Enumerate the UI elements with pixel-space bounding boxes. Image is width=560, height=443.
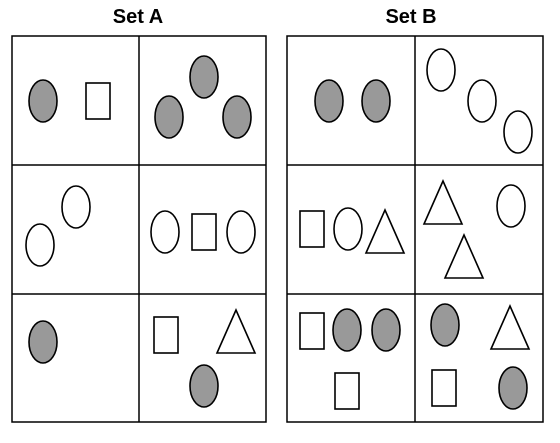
set-b-cell	[314, 79, 391, 123]
set-a-grid	[11, 35, 267, 423]
white-triangle	[215, 308, 257, 354]
set-a-title: Set A	[112, 6, 164, 28]
white-ellipse	[426, 48, 456, 92]
set-b-grid	[286, 35, 544, 423]
gray-ellipse	[314, 79, 344, 123]
set-b-cell	[422, 179, 526, 279]
white-rectangle	[431, 369, 457, 407]
gray-ellipse	[222, 95, 252, 139]
white-ellipse	[496, 184, 526, 228]
set-a-cell	[28, 79, 111, 123]
gray-ellipse	[189, 364, 219, 408]
white-rectangle	[85, 82, 111, 120]
white-triangle	[422, 179, 464, 225]
white-ellipse	[333, 207, 363, 251]
white-rectangle	[191, 213, 217, 251]
white-ellipse	[150, 210, 180, 254]
set-b-cell	[299, 207, 406, 254]
gray-ellipse	[332, 308, 362, 352]
set-b-cell	[426, 48, 533, 154]
gray-ellipse	[28, 79, 58, 123]
set-a-cell	[153, 308, 257, 408]
set-a-cell	[25, 185, 91, 267]
set-b-cell	[430, 303, 531, 410]
white-triangle	[489, 304, 531, 350]
gray-ellipse	[430, 303, 460, 347]
gray-ellipse	[28, 320, 58, 364]
white-ellipse	[226, 210, 256, 254]
white-rectangle	[153, 316, 179, 354]
gray-ellipse	[154, 95, 184, 139]
gray-ellipse	[498, 366, 528, 410]
white-rectangle	[334, 372, 360, 410]
gray-ellipse	[361, 79, 391, 123]
set-a-cell	[154, 55, 252, 139]
shapes-layer	[25, 48, 533, 410]
set-b-title: Set B	[385, 6, 437, 28]
white-ellipse	[61, 185, 91, 229]
white-rectangle	[299, 210, 325, 248]
white-ellipse	[25, 223, 55, 267]
white-ellipse	[503, 110, 533, 154]
white-triangle	[443, 233, 485, 279]
set-a-cell	[28, 320, 58, 364]
set-b-cell	[299, 308, 401, 410]
white-triangle	[364, 208, 406, 254]
gray-ellipse	[189, 55, 219, 99]
white-rectangle	[299, 312, 325, 350]
gray-ellipse	[371, 308, 401, 352]
set-a-cell	[150, 210, 256, 254]
white-ellipse	[467, 79, 497, 123]
